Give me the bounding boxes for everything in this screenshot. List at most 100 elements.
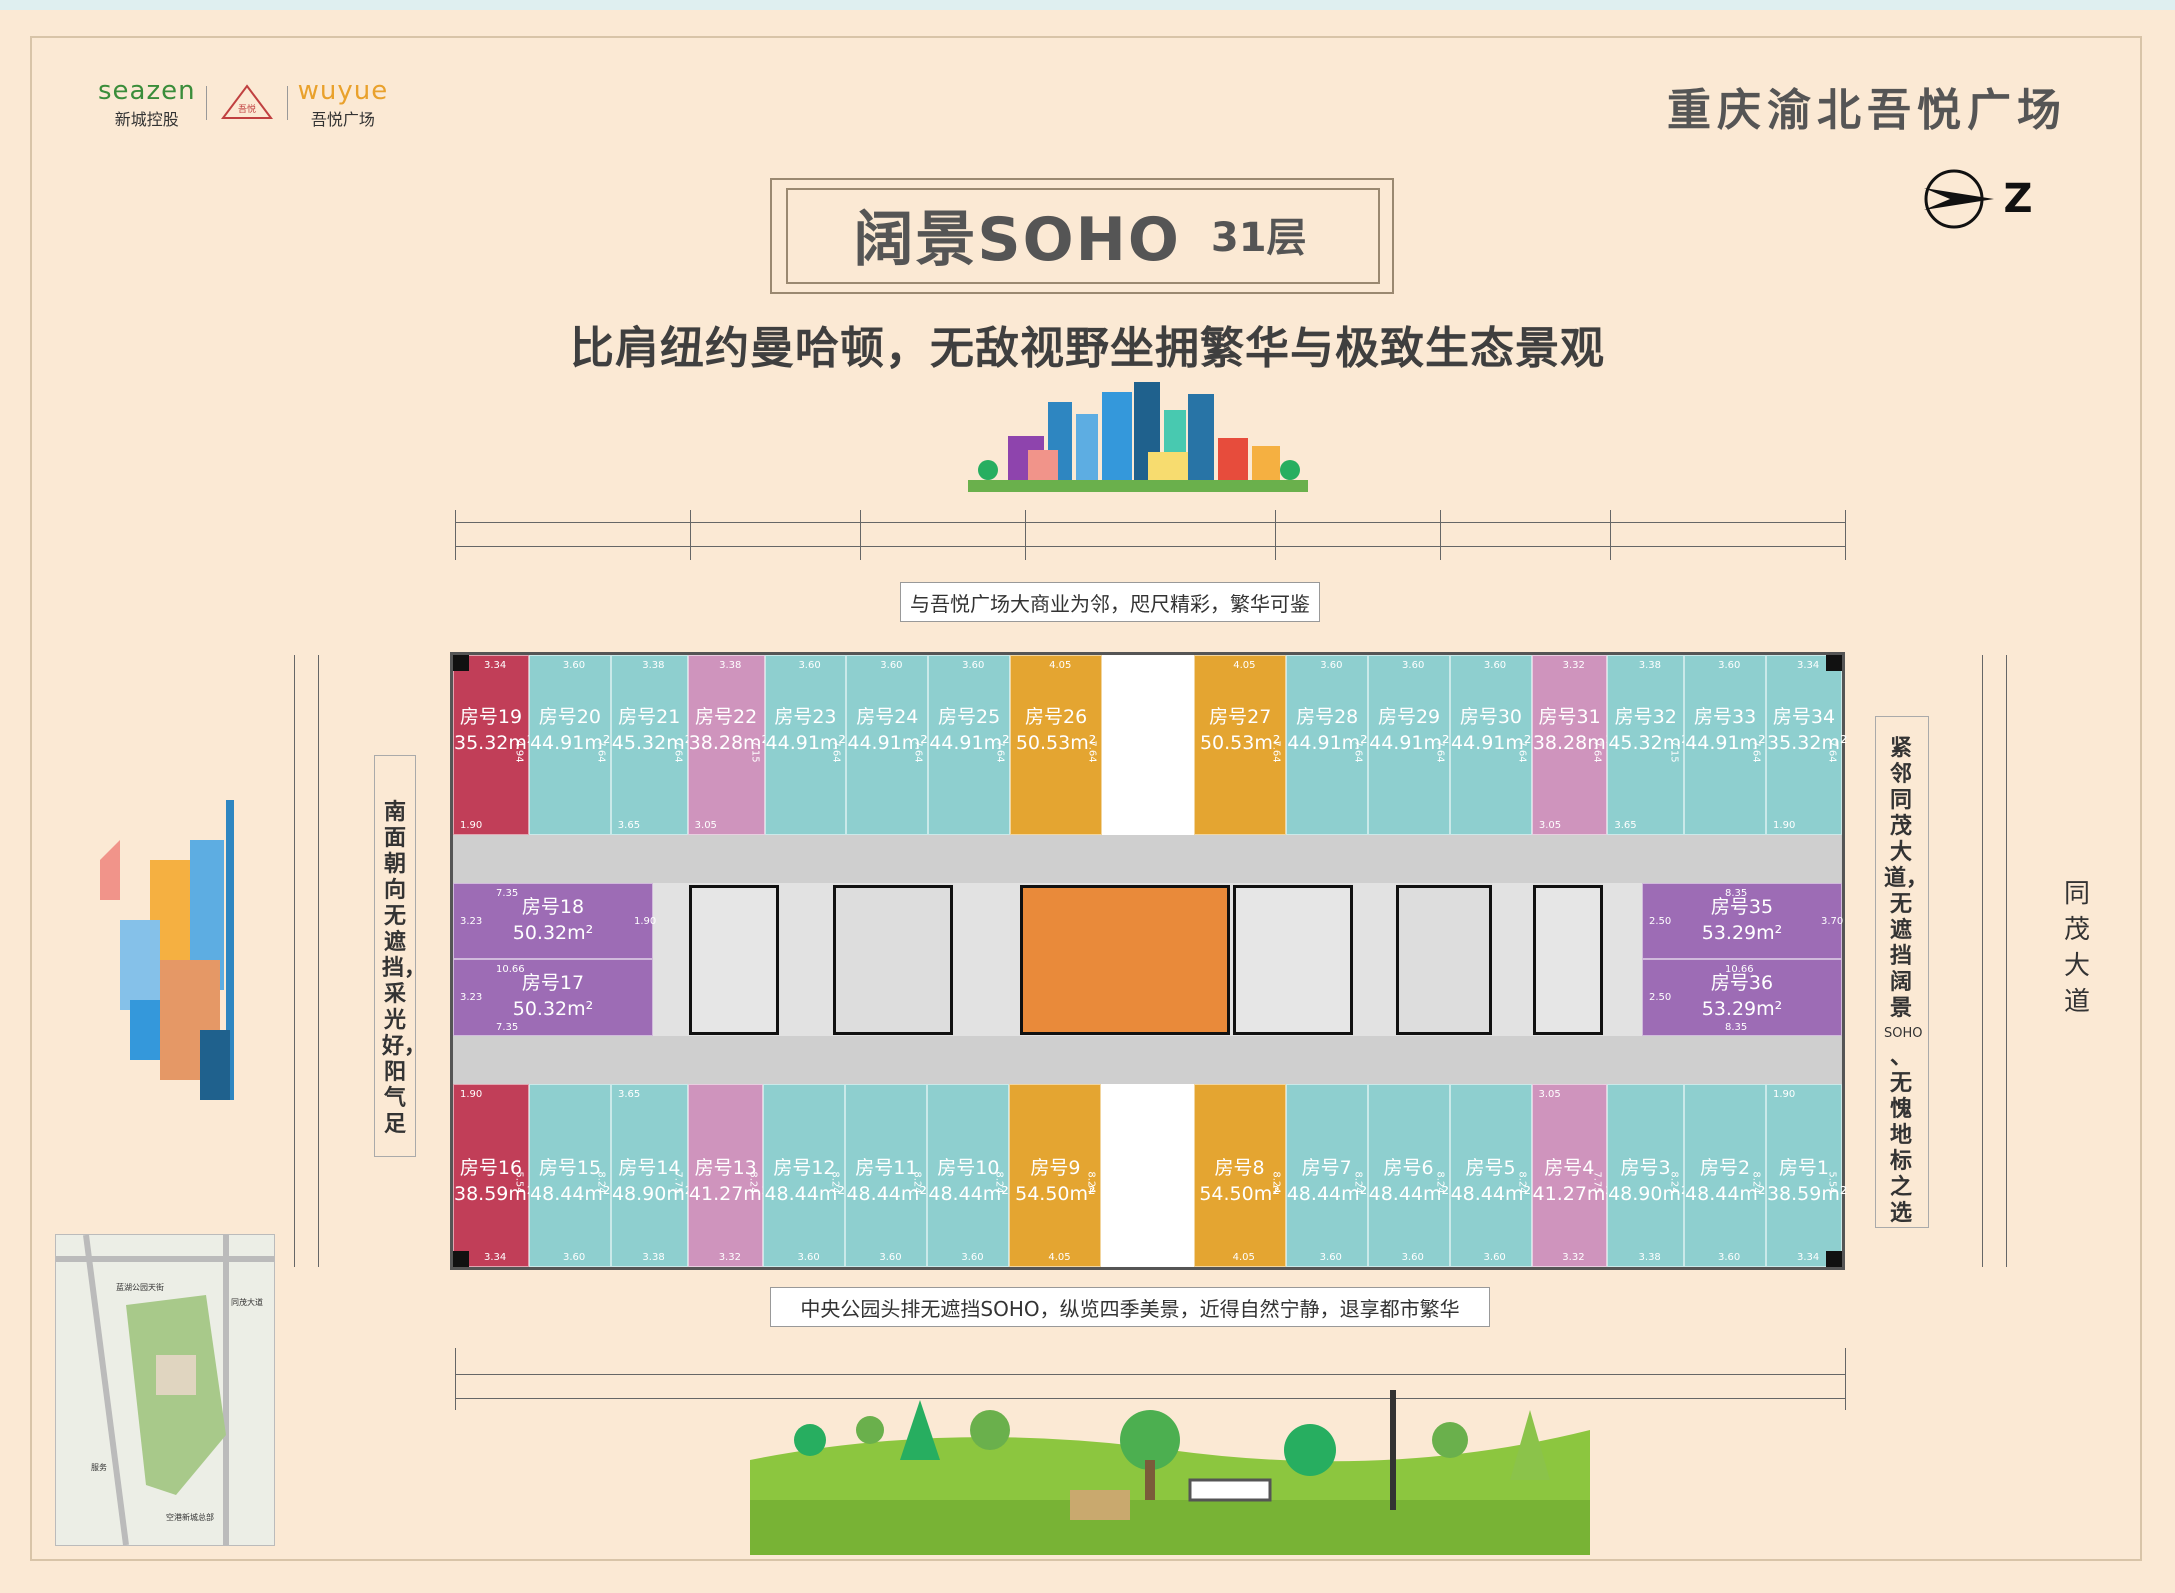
- svg-text:吾悦: 吾悦: [238, 103, 256, 115]
- seazen-logo: seazen 新城控股: [98, 76, 196, 130]
- unit-extra-dim: 3.05: [1538, 1089, 1561, 1100]
- unit-height-dim: 8.24: [1668, 1170, 1680, 1194]
- unit-height-dim: 7.64: [1591, 740, 1603, 763]
- unit-width-dim: 3.60: [797, 1252, 820, 1263]
- unit-area: 38.59m²: [1766, 1183, 1848, 1205]
- unit-width-dim: 3.32: [718, 1252, 741, 1263]
- unit-width-dim: 3.60: [1483, 660, 1507, 671]
- top-strip: [0, 0, 2175, 10]
- unit-17-area: 50.32m²: [512, 998, 594, 1020]
- unit-name: 房号19: [459, 706, 523, 728]
- unit-name: 房号21: [618, 706, 681, 728]
- unit-name: 房号9: [1030, 1157, 1081, 1179]
- unit-height-dim: 8.24: [1516, 1170, 1528, 1194]
- unit-area: 50.53m²: [1015, 732, 1097, 754]
- unit-18[interactable]: 房号18 50.32m² 7.35 3.23 1.90: [453, 883, 657, 959]
- unit-area: 48.44m²: [1368, 1183, 1450, 1205]
- unit-name: 房号8: [1214, 1157, 1265, 1179]
- unit-height-dim: 8.24: [1750, 1170, 1762, 1194]
- unit-name: 房号11: [855, 1157, 918, 1179]
- city-skyline-illustration: [968, 382, 1308, 492]
- unit-height-dim: 7.64: [672, 740, 684, 763]
- unit-name: 房号6: [1383, 1157, 1434, 1179]
- unit-width-dim: 4.05: [1049, 660, 1072, 671]
- unit-width-dim: 3.60: [961, 1252, 984, 1263]
- unit-extra-dim: 1.90: [1772, 1089, 1796, 1100]
- brand-title: 重庆渝北吾悦广场: [1667, 85, 2067, 136]
- unit-height-dim: 8.24: [911, 1170, 923, 1194]
- unit-height-dim: 7.64: [1826, 740, 1838, 763]
- unit-area: 50.53m²: [1199, 732, 1281, 754]
- svg-text:Z: Z: [2003, 176, 2032, 222]
- right-dimension-line: [1982, 655, 1983, 1267]
- stair-core-2: [833, 885, 953, 1035]
- unit-extra-dim: 3.05: [1538, 820, 1562, 831]
- unit-name: 房号5: [1465, 1157, 1516, 1179]
- page-frame: [30, 36, 2142, 1561]
- elevator-core: [1020, 885, 1230, 1035]
- unit-width-dim: 3.60: [562, 660, 586, 671]
- unit-18-dim: 1.90: [634, 916, 657, 927]
- unit-area: 35.32m²: [1767, 732, 1848, 754]
- right-side-text-tail: 、无愧地标之选: [1889, 1045, 1912, 1226]
- unit-width-dim: 3.38: [642, 660, 665, 671]
- unit-height-dim: 4.94: [513, 740, 525, 763]
- unit-area: 48.44m²: [928, 1183, 1009, 1205]
- title-frame-inner: [786, 188, 1380, 284]
- unit-width-dim: 3.60: [1320, 660, 1343, 671]
- unit-36[interactable]: 房号36 53.29m² 10.66 2.50 8.35: [1642, 959, 1842, 1036]
- unit-height-dim: 8.24: [1352, 1170, 1364, 1194]
- unit-36-dim: 2.50: [1649, 992, 1672, 1003]
- unit-area: 44.91m²: [847, 732, 928, 754]
- right-side-box: [1875, 716, 1929, 1228]
- unit-area: 41.27m²: [688, 1183, 770, 1205]
- unit-name: 房号1: [1778, 1157, 1830, 1179]
- unit-height-dim: 8.24: [595, 1170, 607, 1194]
- unit-height-dim: 8.24: [1270, 1170, 1282, 1194]
- unit-17[interactable]: 房号17 50.32m² 10.66 3.23 7.35: [453, 959, 653, 1036]
- unit-height-dim: 7.64: [1516, 740, 1528, 763]
- top-dim-tick: [455, 510, 456, 560]
- unit-width-dim: 3.38: [719, 660, 742, 671]
- stair-core-4: [1396, 885, 1492, 1035]
- unit-area: 44.91m²: [1450, 732, 1532, 754]
- top-dim-tick: [1025, 510, 1026, 560]
- unit-extra-dim: 1.90: [460, 820, 483, 831]
- unit-35[interactable]: 房号35 53.29m² 8.35 2.50 3.70: [1642, 883, 1843, 959]
- unit-height-dim: 7.64: [994, 740, 1006, 763]
- park-illustration: [750, 1390, 1590, 1555]
